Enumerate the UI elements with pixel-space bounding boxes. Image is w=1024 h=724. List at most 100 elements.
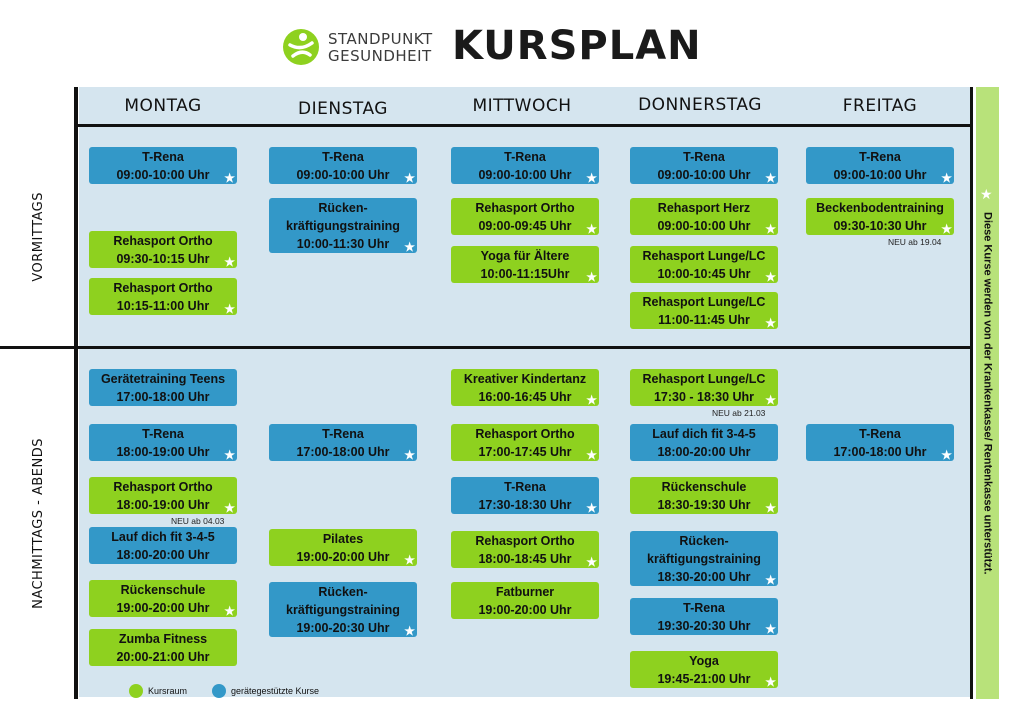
course-card[interactable]: T-Rena 18:00-19:00 Uhr ★ <box>89 424 237 461</box>
course-name: Zumba Fitness <box>118 631 208 646</box>
course-name: T-Rena <box>859 426 901 441</box>
star-icon: ★ <box>980 186 993 202</box>
star-icon: ★ <box>224 255 235 269</box>
course-time: 18:00-20:00 Uhr <box>657 444 751 459</box>
course-time: 17:30-18:30 Uhr <box>478 497 572 512</box>
course-time: 09:00-10:00 Uhr <box>116 167 210 182</box>
course-name: T-Rena <box>504 149 546 164</box>
course-card[interactable]: Rehasport Ortho 18:00-18:45 Uhr ★ <box>451 531 599 568</box>
course-time: 10:15-11:00 Uhr <box>116 298 210 313</box>
star-icon: ★ <box>586 501 597 515</box>
course-time: 09:00-10:00 Uhr <box>296 167 390 182</box>
course-time: 19:45-21:00 Uhr <box>657 671 751 686</box>
course-time: 18:00-20:00 Uhr <box>116 547 210 562</box>
course-time: 10:00-11:15Uhr <box>480 266 570 281</box>
course-time: 19:00-20:00 Uhr <box>116 600 210 615</box>
brand-line-1: STANDPUNKT <box>328 30 433 48</box>
star-icon: ★ <box>765 171 776 185</box>
course-name: Fatburner <box>495 584 555 599</box>
course-name: Rücken- <box>679 533 729 548</box>
day-header-wednesday: MITTWOCH <box>472 96 572 116</box>
course-time: 18:30-20:00 Uhr <box>657 569 751 584</box>
grid-line-right <box>970 87 973 699</box>
logo-icon <box>283 29 319 65</box>
brand-name: STANDPUNKT GESUNDHEIT <box>328 31 433 65</box>
course-time: 17:00-18:00 Uhr <box>296 444 390 459</box>
new-course-note: NEU ab 04.03 <box>171 516 225 526</box>
course-time: 18:00-19:00 Uhr <box>116 497 210 512</box>
day-header-tuesday: DIENSTAG <box>298 99 388 119</box>
course-name: T-Rena <box>859 149 901 164</box>
course-name: Rehasport Lunge/LC <box>642 371 766 386</box>
period-divider <box>0 346 971 349</box>
course-name: Rehasport Ortho <box>475 426 575 441</box>
star-icon: ★ <box>224 501 235 515</box>
course-name: Rehasport Ortho <box>475 533 575 548</box>
course-time: 18:00-19:00 Uhr <box>116 444 210 459</box>
course-name: Yoga für Ältere <box>480 248 570 263</box>
course-name: Pilates <box>322 531 364 546</box>
star-icon: ★ <box>765 501 776 515</box>
page-title: KURSPLAN <box>452 23 702 69</box>
row-label-morning-text: VORMITTAGS <box>30 191 46 282</box>
course-time: 09:00-10:00 Uhr <box>657 218 751 233</box>
course-time: 17:00-18:00 Uhr <box>833 444 927 459</box>
insurance-note: Diese Kurse werden von der Krankenkasse/… <box>976 87 999 699</box>
star-icon: ★ <box>586 171 597 185</box>
course-time: 09:00-09:45 Uhr <box>478 218 572 233</box>
row-label-afternoon: NACHMITTAGS - ABENDS <box>26 349 50 697</box>
grid-line-left <box>74 87 78 699</box>
course-time: 16:00-16:45 Uhr <box>478 389 572 404</box>
legend-dot-blue <box>212 684 226 698</box>
course-name: kräftigungstraining <box>286 218 400 233</box>
course-name: Rehasport Ortho <box>113 280 213 295</box>
day-header-friday: FREITAG <box>842 96 918 116</box>
course-name: Rehasport Ortho <box>113 233 213 248</box>
day-header-monday: MONTAG <box>124 96 202 116</box>
star-icon: ★ <box>765 622 776 636</box>
course-name: Rückenschule <box>120 582 206 597</box>
course-time: 19:00-20:00 Uhr <box>296 549 390 564</box>
star-icon: ★ <box>224 448 235 462</box>
row-label-morning: VORMITTAGS <box>26 127 50 346</box>
star-icon: ★ <box>586 555 597 569</box>
course-name: kräftigungstraining <box>286 602 400 617</box>
course-name: T-Rena <box>683 600 725 615</box>
course-name: T-Rena <box>142 426 184 441</box>
course-time: 18:00-18:45 Uhr <box>478 551 572 566</box>
course-name: Rehasport Lunge/LC <box>642 294 766 309</box>
